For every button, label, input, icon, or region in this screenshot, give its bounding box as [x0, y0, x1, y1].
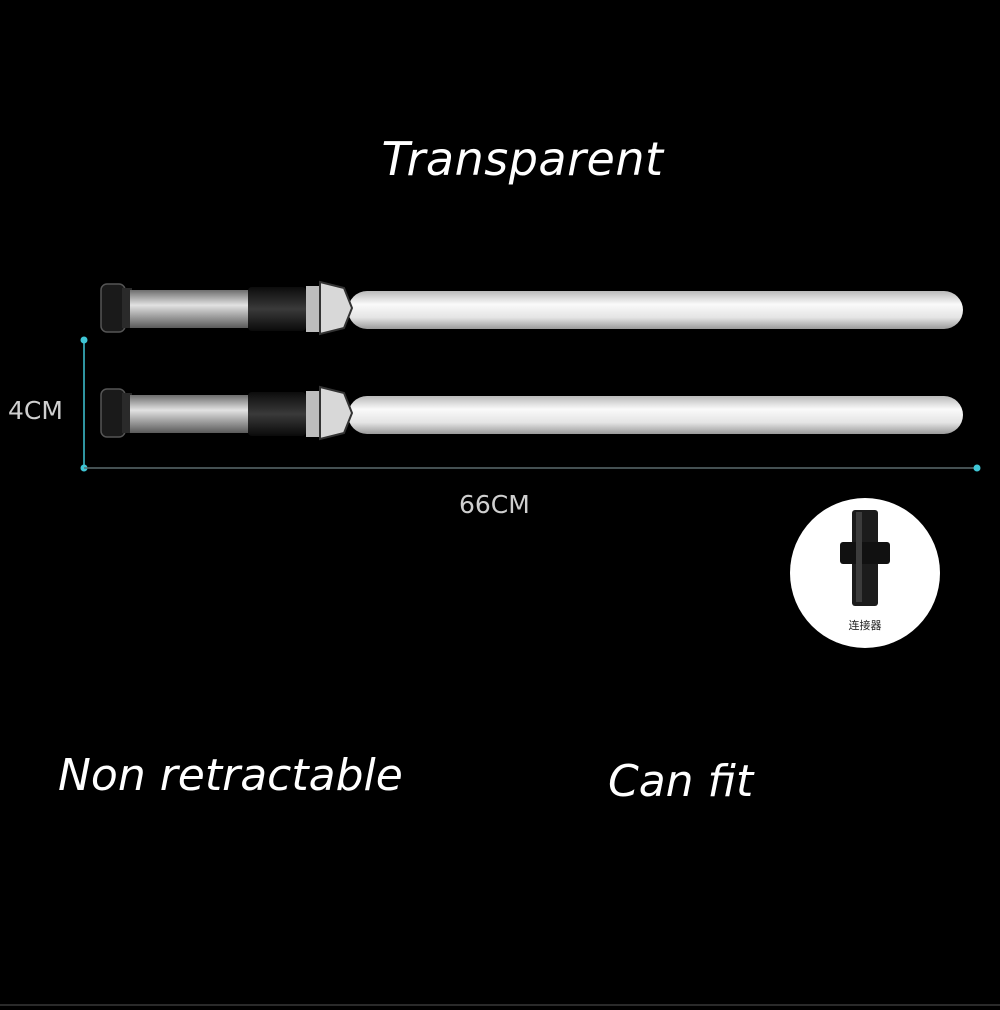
height-dimension-bottom-dot: [80, 464, 88, 472]
blade: [348, 396, 963, 434]
emitter: [319, 280, 354, 336]
caption-non-retractable: Non retractable: [58, 750, 403, 801]
pommel-ring: [122, 393, 132, 433]
pommel: [100, 283, 126, 333]
height-dimension-label: 4CM: [8, 396, 63, 425]
lightsaber-top: [100, 280, 963, 336]
emitter: [319, 385, 354, 441]
width-dimension-end-dot: [973, 464, 981, 472]
connector-inset: 连接器: [790, 498, 940, 648]
bottom-divider: [0, 1004, 1000, 1006]
emitter-ring: [306, 286, 320, 332]
pommel: [100, 388, 126, 438]
height-dimension-top-dot: [80, 336, 88, 344]
hilt-metal: [130, 290, 248, 328]
pommel-ring: [122, 288, 132, 328]
title: Transparent: [381, 132, 664, 186]
lightsaber-bottom: [100, 385, 963, 441]
emitter-ring: [306, 391, 320, 437]
connector-icon: [840, 510, 890, 606]
caption-can-fit: Can fit: [608, 756, 754, 807]
blade: [348, 291, 963, 329]
hilt-metal: [130, 395, 248, 433]
hilt-grip: [248, 392, 306, 436]
hilt-grip: [248, 287, 306, 331]
width-dimension-label: 66CM: [459, 490, 530, 519]
connector-label: 连接器: [848, 619, 882, 632]
